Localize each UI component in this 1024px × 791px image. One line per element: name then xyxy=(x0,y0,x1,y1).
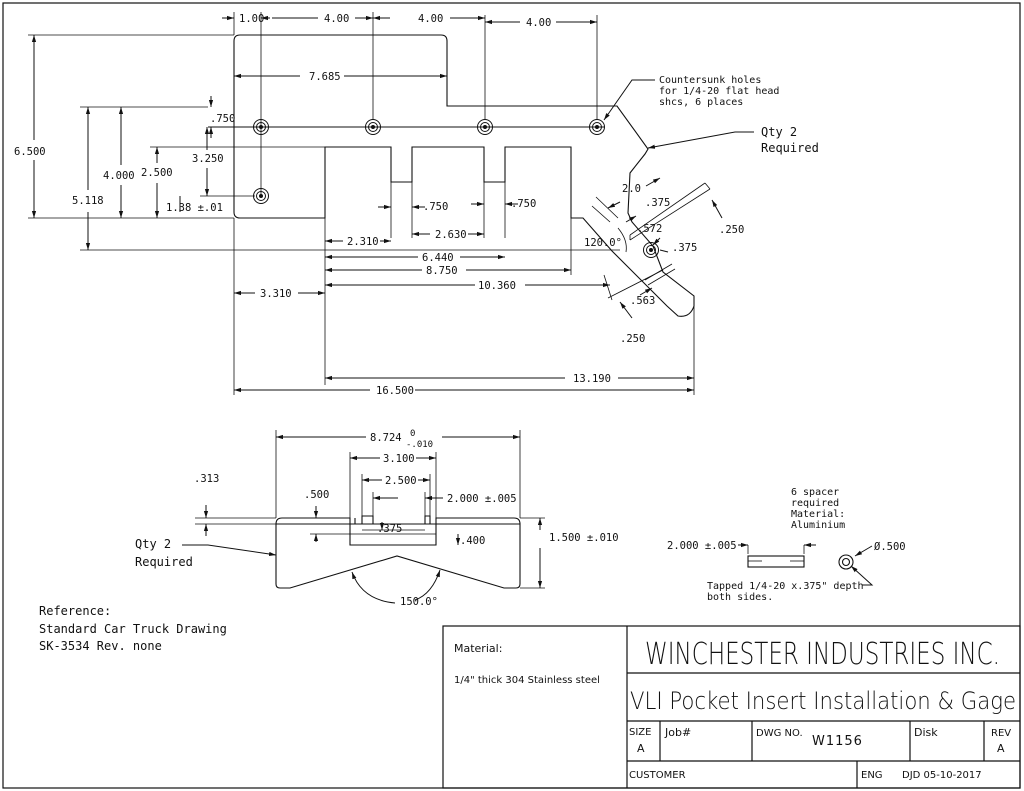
rev-label: REV xyxy=(991,728,1011,739)
qty-required-note-top: Qty 2 Required xyxy=(761,125,819,155)
angle-120: 120.0° xyxy=(584,237,622,249)
svg-text:both sides.: both sides. xyxy=(707,592,773,603)
spacer-diameter: Ø.500 xyxy=(874,541,906,553)
svg-text:Qty 2: Qty 2 xyxy=(761,125,797,139)
spacer-note: 6 spacer required Material: Aluminium xyxy=(791,487,845,531)
dim-7-685: 7.685 xyxy=(309,71,341,83)
dim-2-630: 2.630 xyxy=(435,229,467,241)
svg-text:SK-3534 Rev. none: SK-3534 Rev. none xyxy=(39,639,162,653)
dim-250-b: .250 xyxy=(620,333,645,345)
svg-text:Required: Required xyxy=(135,555,193,569)
svg-text:required: required xyxy=(791,498,839,509)
dim-5-118: 5.118 xyxy=(72,195,104,207)
countersunk-hole xyxy=(589,119,605,135)
company-name: WINCHESTER INDUSTRIES INC. xyxy=(645,637,1000,672)
gage-outline xyxy=(275,523,521,589)
dim-563: .563 xyxy=(630,295,655,307)
gage-view: 8.724 0 -.010 3.100 2.500 2.000 ±.005 .3… xyxy=(135,429,619,608)
spacer-view: 6 spacer required Material: Aluminium 2.… xyxy=(667,487,906,603)
dim-16-500: 16.500 xyxy=(376,385,414,397)
spacer-end xyxy=(838,554,854,570)
gage-dim-500: .500 xyxy=(304,489,329,501)
reference-note: Reference: Standard Car Truck Drawing SK… xyxy=(39,604,227,653)
size-label: SIZE xyxy=(629,727,651,738)
countersunk-note: Countersunk holes for 1/4-20 flat head s… xyxy=(659,75,779,108)
gage-dim-1-500: 1.500 ±.010 xyxy=(549,532,619,544)
gage-angle-150: 150.0° xyxy=(400,596,438,608)
gage-tol-lower: -.010 xyxy=(406,440,433,450)
dim-750-left: .750 xyxy=(210,113,235,125)
dim-375-b: .375 xyxy=(672,242,697,254)
svg-text:Required: Required xyxy=(761,141,819,155)
title-block: Material: 1/4" thick 304 Stainless steel… xyxy=(442,625,1021,789)
dim-250-a: .250 xyxy=(719,224,744,236)
spacer-dim-2-000: 2.000 ±.005 xyxy=(667,540,737,552)
gage-dim-375: .375 xyxy=(377,523,402,535)
rev-value: A xyxy=(997,742,1005,755)
material-value: 1/4" thick 304 Stainless steel xyxy=(454,675,600,686)
gage-tol-upper: 0 xyxy=(410,429,415,439)
disk-label: Disk xyxy=(914,726,938,739)
dim-1-38: 1.38 ±.01 xyxy=(166,202,223,214)
tapped-note: Tapped 1/4-20 x.375" depth both sides. xyxy=(707,581,864,603)
dim-750-slot-a: .750 xyxy=(423,201,448,213)
dim-10-360: 10.360 xyxy=(478,280,516,292)
dim-375-a: .375 xyxy=(645,197,670,209)
gage-dim-400: .400 xyxy=(460,535,485,547)
qty-required-note-gage: Qty 2 Required xyxy=(135,537,193,569)
svg-text:Standard Car Truck Drawing: Standard Car Truck Drawing xyxy=(39,622,227,636)
dim-4-00-a: 4.00 xyxy=(324,13,349,25)
customer-label: CUSTOMER xyxy=(629,770,686,781)
dim-3-250: 3.250 xyxy=(192,153,224,165)
drawing-title: VLI Pocket Insert Installation & Gage xyxy=(630,687,1016,715)
svg-text:shcs, 6 places: shcs, 6 places xyxy=(659,97,743,108)
dim-6-500: 6.500 xyxy=(14,146,46,158)
eng-label: ENG xyxy=(861,770,883,781)
svg-text:Tapped 1/4-20 x.375" depth: Tapped 1/4-20 x.375" depth xyxy=(707,581,864,592)
job-label: Job# xyxy=(664,726,691,739)
dim-13-190: 13.190 xyxy=(573,373,611,385)
dim-3-310: 3.310 xyxy=(260,288,292,300)
dim-8-750: 8.750 xyxy=(426,265,458,277)
insert-plate-outline xyxy=(233,34,695,317)
dim-2-0: 2.0 xyxy=(622,183,641,195)
material-label: Material: xyxy=(454,642,502,655)
dim-2-310: 2.310 xyxy=(347,236,379,248)
dim-2-500: 2.500 xyxy=(141,167,173,179)
countersunk-hole xyxy=(643,242,659,258)
size-value: A xyxy=(637,742,645,755)
dwg-no-value: W1156 xyxy=(812,734,863,749)
gage-dim-2-500: 2.500 xyxy=(385,475,417,487)
svg-text:6 spacer: 6 spacer xyxy=(791,487,839,498)
svg-text:Reference:: Reference: xyxy=(39,604,111,618)
dim-4-00-b: 4.00 xyxy=(418,13,443,25)
dim-1-00: 1.00 xyxy=(239,13,264,25)
gage-dim-3-100: 3.100 xyxy=(383,453,415,465)
svg-text:Material:: Material: xyxy=(791,509,845,520)
dim-4-00-c: 4.00 xyxy=(526,17,551,29)
dim-572: .572 xyxy=(637,223,662,235)
dwg-no-label: DWG NO. xyxy=(756,728,803,739)
eng-value: DJD 05-10-2017 xyxy=(902,770,982,781)
svg-text:Aluminium: Aluminium xyxy=(791,520,845,531)
spacer-side xyxy=(747,555,805,568)
top-view: 1.00 4.00 4.00 4.00 7.685 6.500 5.118 4.… xyxy=(14,12,819,397)
svg-text:Qty 2: Qty 2 xyxy=(135,537,171,551)
gage-dim-8-724: 8.724 xyxy=(370,432,402,444)
svg-text:Countersunk holes: Countersunk holes xyxy=(659,75,761,86)
dim-4-000: 4.000 xyxy=(103,170,135,182)
gage-dim-2-000: 2.000 ±.005 xyxy=(447,493,517,505)
dim-6-440: 6.440 xyxy=(422,252,454,264)
gage-dim-313: .313 xyxy=(194,473,219,485)
svg-text:for 1/4-20 flat head: for 1/4-20 flat head xyxy=(659,86,779,97)
dim-750-slot-b: .750 xyxy=(511,198,536,210)
